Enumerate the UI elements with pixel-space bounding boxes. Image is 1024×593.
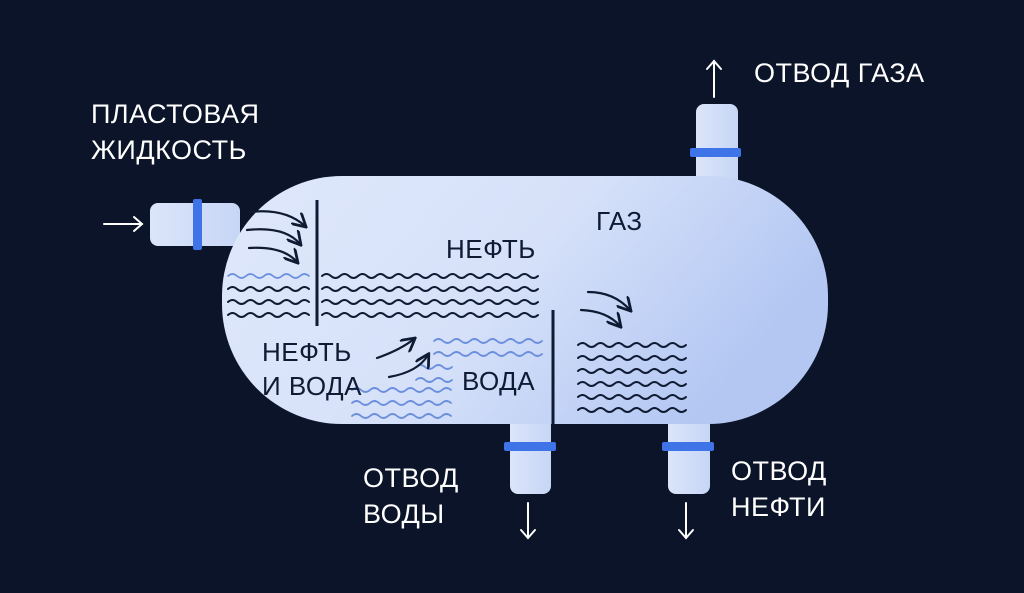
- gas-out-arrow-icon: [706, 59, 722, 98]
- oil-water-label-line2: И ВОДА: [262, 371, 362, 401]
- oil-wave-line: [577, 355, 687, 361]
- gas-outlet-pipe: [690, 104, 741, 194]
- water-wave-line: [415, 377, 453, 383]
- water-outlet-label-line1: ОТВОД: [363, 463, 459, 493]
- overflow-arrows-icon: [579, 290, 630, 326]
- oil-wave-line: [227, 286, 310, 292]
- oil-wave-line: [577, 381, 687, 387]
- water-wave-line: [433, 351, 543, 357]
- oil-wave-line: [321, 273, 539, 279]
- water-out-arrow-icon: [520, 502, 536, 540]
- oil-wave-line: [321, 299, 539, 305]
- inlet-label-line1: ПЛАСТОВАЯ: [91, 99, 260, 129]
- oil-wave-line: [227, 299, 310, 305]
- gas-zone-label: ГАЗ: [596, 206, 643, 236]
- oil-chamber-waves-icon: [577, 342, 687, 413]
- oil-wave-line: [577, 407, 687, 413]
- gas-outlet-label: ОТВОД ГАЗА: [754, 58, 925, 88]
- oil-surface-waves-icon: [227, 273, 539, 318]
- inlet-flow-arrows-icon: [245, 210, 305, 262]
- gas-outlet-flange: [690, 148, 741, 157]
- oil-outlet-flange: [662, 442, 714, 451]
- oil-wave-line: [577, 368, 687, 374]
- oil-outlet-label-line1: ОТВОД: [731, 456, 827, 486]
- water-wave-line: [351, 400, 452, 406]
- oil-wave-line: [321, 286, 539, 292]
- inlet-pipe: [150, 199, 240, 250]
- oil-wave-line: [227, 312, 310, 318]
- water-wave-line: [433, 338, 543, 344]
- water-outlet-flange: [504, 442, 556, 451]
- inlet-arrow-icon: [103, 216, 144, 232]
- inlet-label-line2: ЖИДКОСТЬ: [91, 135, 247, 165]
- oil-out-arrow-icon: [678, 502, 694, 540]
- water-zone-label: ВОДА: [462, 366, 536, 396]
- inlet-flange: [193, 199, 202, 250]
- water-wave-line: [351, 413, 452, 419]
- oil-outlet-label-line2: НЕФТИ: [731, 492, 826, 522]
- oil-zone-label: НЕФТЬ: [446, 234, 536, 264]
- oil-wave-line: [577, 394, 687, 400]
- water-flow-arrow-icon: [375, 339, 428, 379]
- surface-wave-line: [227, 273, 310, 279]
- oil-wave-line: [321, 312, 539, 318]
- water-outlet-label-line2: ВОДЫ: [363, 499, 445, 529]
- oil-water-label-line1: НЕФТЬ: [262, 337, 352, 367]
- water-wave-line: [351, 387, 452, 393]
- oil-wave-line: [577, 342, 687, 348]
